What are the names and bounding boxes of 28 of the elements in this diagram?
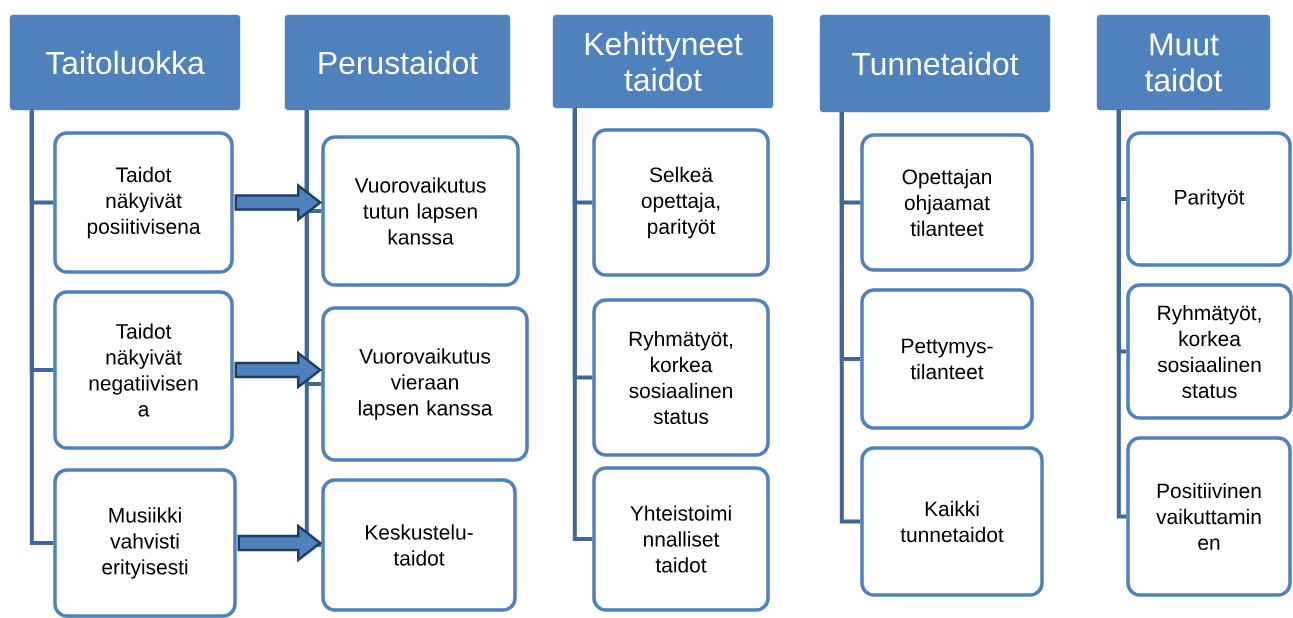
skill-box: Taidot näkyivät negatiivisen a (53, 290, 234, 450)
header-box: Perustaidot (284, 14, 511, 111)
skill-box: Selkeä opettaja, parityöt (592, 128, 770, 277)
header-box: Kehittyneet taidot (552, 14, 774, 109)
connector-line (839, 112, 861, 524)
skill-box: Musiikki vahvisti erityisesti (53, 468, 237, 618)
skill-box: Vuorovaikutus tutun lapsen kanssa (321, 135, 520, 287)
connector-line (572, 108, 593, 541)
skill-box: Opettajan ohjaamat tilanteet (860, 133, 1034, 272)
skill-box: Ryhmätyöt, korkea sosiaalinen status (1126, 283, 1293, 420)
skill-box: Taidot näkyivät posiitivisena (53, 131, 234, 274)
connector-line (304, 110, 322, 547)
skill-box: Yhteistoimi nnalliset taidot (592, 466, 770, 612)
header-box: Muut taidot (1096, 14, 1271, 111)
skill-box: Ryhmätyöt, korkea sosiaalinen status (592, 298, 770, 457)
block-arrow (237, 523, 323, 563)
block-arrow (234, 182, 323, 223)
skill-box: Keskustelu- taidot (321, 478, 517, 612)
header-box: Taitoluokka (9, 14, 241, 111)
block-arrow (234, 350, 323, 390)
skill-box: Positiivinen vaikuttamin en (1126, 436, 1292, 597)
skill-box: Parityöt (1126, 131, 1292, 267)
skill-box: Vuorovaikutus vieraan lapsen kanssa (321, 306, 529, 462)
skill-box: Kaikki tunnetaidot (860, 446, 1044, 597)
header-box: Tunnetaidot (819, 14, 1051, 113)
skill-box: Pettymys- tilanteet (860, 288, 1034, 430)
connector-line (29, 110, 54, 545)
connector-line (1116, 110, 1127, 519)
